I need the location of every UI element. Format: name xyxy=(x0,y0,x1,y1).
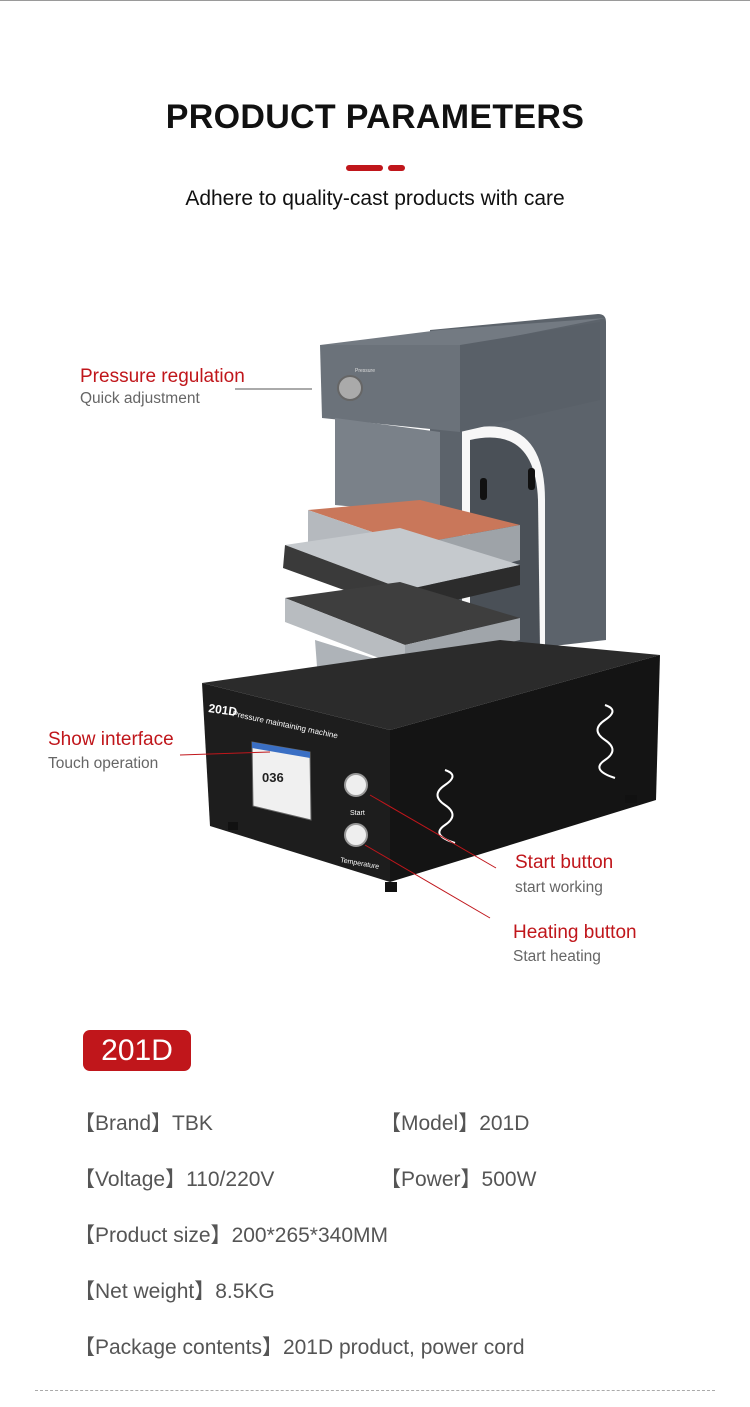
product-image: Pressure 201D Pressure maintaining machi… xyxy=(179,314,660,919)
top-divider xyxy=(0,0,750,1)
callout-heating-title: Heating button xyxy=(513,922,637,943)
callout-pressure-subtitle: Quick adjustment xyxy=(80,390,200,407)
machine-head xyxy=(320,345,460,432)
callout-interface-subtitle: Touch operation xyxy=(48,755,159,772)
accent-dash-long xyxy=(346,165,383,171)
spec-net-weight: 【Net weight】8.5KG xyxy=(74,1280,275,1303)
spec-power: 【Power】500W xyxy=(380,1168,537,1191)
callout-heating-subtitle: Start heating xyxy=(513,948,601,965)
svg-text:201D: 201D xyxy=(208,701,239,719)
svg-text:Start: Start xyxy=(350,810,365,817)
bottom-divider xyxy=(35,1390,715,1391)
temperature-button-image xyxy=(344,823,368,847)
svg-text:036: 036 xyxy=(262,770,284,785)
machine-base-top xyxy=(202,640,660,730)
pressure-knob xyxy=(337,375,363,401)
svg-text:Pressure: Pressure xyxy=(355,368,375,374)
page-subtitle: Adhere to quality-cast products with car… xyxy=(185,187,565,210)
callout-start-subtitle: start working xyxy=(515,879,603,896)
spec-voltage: 【Voltage】110/220V xyxy=(74,1168,275,1191)
spec-brand: 【Brand】TBK xyxy=(74,1112,213,1135)
model-badge: 201D xyxy=(83,1030,191,1071)
callout-start-title: Start button xyxy=(515,852,614,873)
spec-model: 【Model】201D xyxy=(380,1112,530,1135)
callout-interface-title: Show interface xyxy=(48,729,174,750)
callout-pressure-title: Pressure regulation xyxy=(80,366,245,387)
spec-package-contents: 【Package contents】201D product, power co… xyxy=(74,1336,525,1359)
start-button-image xyxy=(344,773,368,797)
page-title: PRODUCT PARAMETERS xyxy=(165,98,585,136)
spec-product-size: 【Product size】200*265*340MM xyxy=(74,1224,389,1247)
accent-dash-short xyxy=(388,165,405,171)
